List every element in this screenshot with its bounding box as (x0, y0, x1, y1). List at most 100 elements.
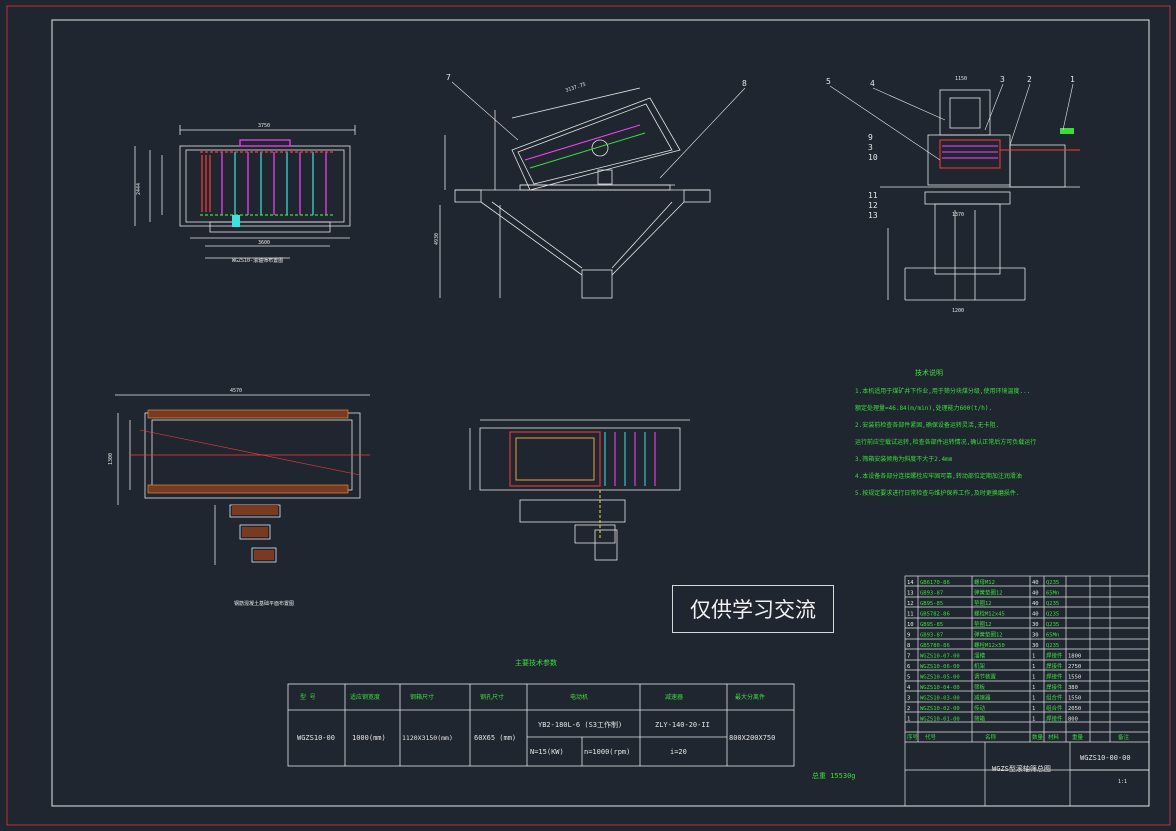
svg-text:4.本设备各部分连接螺栓应牢固可靠,转动部位定期加注润滑油: 4.本设备各部分连接螺栓应牢固可靠,转动部位定期加注润滑油 (855, 472, 1022, 480)
end-labels: 5 4 3 2 1 9 3 10 11 12 13 1150 1370 1200 (826, 75, 1075, 314)
bom-cell-weight: 1550 (1068, 675, 1081, 681)
bom-cell-mat: 组合件 (1046, 704, 1063, 712)
svg-text:2.安装前检查各部件紧固,确保设备运转灵活,无卡阻.: 2.安装前检查各部件紧固,确保设备运转灵活,无卡阻. (855, 421, 999, 429)
bom-h-name: 名称 (985, 733, 997, 741)
bom-cell-code: WGZS10-04-00 (920, 685, 960, 691)
leader-3b: 3 (868, 143, 873, 152)
bom-cell-name: 螺母M12 (974, 578, 995, 586)
leader-13: 13 (868, 211, 878, 220)
params-title: 主要技术参数 (515, 658, 557, 667)
leader-7: 7 (446, 73, 451, 82)
param-header-2: 钢箱尺寸 (410, 693, 434, 701)
bom-cell-code: GB95-85 (920, 622, 943, 628)
svg-text:3600: 3600 (258, 240, 270, 246)
bom-cell-qty: 30 (1032, 622, 1039, 628)
bom-cell-qty: 30 (1032, 633, 1039, 639)
bom-h-note: 备注 (1118, 733, 1130, 741)
bom-h-qty: 数量 (1032, 733, 1044, 741)
leader-2: 2 (1027, 75, 1032, 84)
leader-11: 11 (868, 191, 878, 200)
bom-cell-mat: Q235 (1046, 601, 1059, 607)
bom-cell-no: 10 (907, 622, 914, 628)
bom-cell-no: 11 (907, 612, 914, 618)
bom-cell-mat: 焊接件 (1046, 683, 1063, 691)
param-hole-size: 60X65 (mm) (474, 734, 516, 742)
bom-cell-mat: 焊接件 (1046, 715, 1063, 723)
bom-cell-code: GB5782-86 (920, 612, 950, 618)
foundation-plan (115, 394, 370, 565)
bom-cell-name: 减速器 (974, 694, 991, 702)
bom-cell-no: 4 (907, 685, 911, 691)
bom-cell-no: 12 (907, 601, 914, 607)
technical-notes: 技术说明 1.本机适用于煤矿井下作业,用于筛分块煤分级,使用环境温度... 额定… (855, 368, 1036, 497)
bom-cell-name: 调节装置 (974, 673, 997, 681)
svg-text:1300: 1300 (108, 453, 114, 465)
end-view-top-right (880, 89, 1080, 301)
bom-cell-qty: 40 (1032, 580, 1039, 586)
side-labels: 7 8 3137.75 4930 (434, 73, 747, 245)
bom-cell-weight: 800 (1068, 717, 1078, 723)
param-header-5: 减速器 (665, 693, 683, 701)
weight-label: 总重 15530g (812, 771, 856, 780)
param-box-size: 1120X3150(mm) (402, 734, 453, 742)
bom-cell-mat: 65Mn (1046, 633, 1059, 639)
bom-cell-no: 6 (907, 664, 910, 670)
plan-view-top-left (134, 125, 356, 259)
bom-cell-qty: 1 (1032, 664, 1035, 670)
notes-title: 技术说明 (915, 368, 943, 377)
leader-9: 9 (868, 133, 873, 142)
bom-cell-no: 1 (907, 717, 910, 723)
bom-cell-no: 14 (907, 580, 914, 586)
svg-text:3137.75: 3137.75 (565, 82, 587, 94)
bom-cell-mat: 焊接件 (1046, 673, 1063, 681)
side-view-top-middle (439, 87, 711, 299)
bom-cell-name: 筛板 (974, 683, 986, 691)
leader-10: 10 (868, 153, 878, 162)
bom-cell-code: WGZS10-03-00 (920, 696, 960, 702)
top-view-colored (509, 431, 656, 540)
outer-frame (6, 5, 1171, 826)
bom-cell-no: 5 (907, 675, 910, 681)
end-leaders (829, 83, 1074, 161)
bom-cell-name: 传动 (974, 704, 986, 712)
svg-text:3.筛箱安装倾角为斜度不大于2.4mm: 3.筛箱安装倾角为斜度不大于2.4mm (855, 455, 953, 463)
bom-cell-qty: 1 (1032, 685, 1035, 691)
svg-text:4930: 4930 (434, 233, 440, 245)
bom-cell-code: WGZS10-02-00 (920, 706, 960, 712)
leader-5: 5 (826, 77, 831, 86)
bom-cell-code: GB93-87 (920, 591, 943, 597)
param-reducer: ZLY-140-20-II (655, 721, 710, 729)
plan-dims: 3750 3600 2444 WGZS10-滚轴筛布置图 (136, 123, 283, 264)
bom-cell-qty: 1 (1032, 706, 1035, 712)
bom-cell-weight: 1800 (1068, 654, 1081, 660)
side-leaders (451, 81, 746, 179)
bom-cell-name: 弹簧垫圈12 (974, 589, 1003, 597)
bom-cell-weight: 1550 (1068, 696, 1081, 702)
bom-cell-name: 机架 (974, 662, 986, 670)
bom-cell-mat: Q235 (1046, 612, 1059, 618)
bom-cell-no: 8 (907, 643, 910, 649)
bom-cell-name: 溜槽 (974, 652, 986, 660)
bom-cell-qty: 40 (1032, 601, 1039, 607)
bom-cell-mat: 组合件 (1046, 694, 1063, 702)
svg-text:3750: 3750 (258, 123, 270, 129)
bom-cell-qty: 30 (1032, 643, 1039, 649)
bom-cell-weight: 380 (1068, 685, 1078, 691)
bom-cell-qty: 1 (1032, 696, 1035, 702)
foundation-labels: 4570 1300 钢筋混凝土基础平面布置图 (108, 388, 294, 607)
bom-cell-name: 螺栓M12x45 (974, 610, 1005, 618)
bom-cell-mat: Q235 (1046, 643, 1059, 649)
leader-8: 8 (742, 79, 747, 88)
param-speed: n=1000(rpm) (584, 748, 630, 756)
bom-cell-code: WGZS10-01-00 (920, 717, 960, 723)
bom-cell-mat: Q235 (1046, 580, 1059, 586)
drawing-number: WGZS10-00-00 (1080, 754, 1131, 762)
bom-cell-name: 垫圈12 (974, 599, 992, 607)
bom-h-mat: 材料 (1048, 733, 1060, 741)
bom-cell-weight: 2050 (1068, 706, 1081, 712)
bom-cell-code: WGZS10-05-00 (920, 675, 960, 681)
svg-text:5.按规定要求进行日常检查与维护保养工作,及时更换磨损件.: 5.按规定要求进行日常检查与维护保养工作,及时更换磨损件. (855, 489, 1019, 497)
leader-1: 1 (1070, 75, 1075, 84)
param-header-4: 电动机 (570, 693, 588, 701)
